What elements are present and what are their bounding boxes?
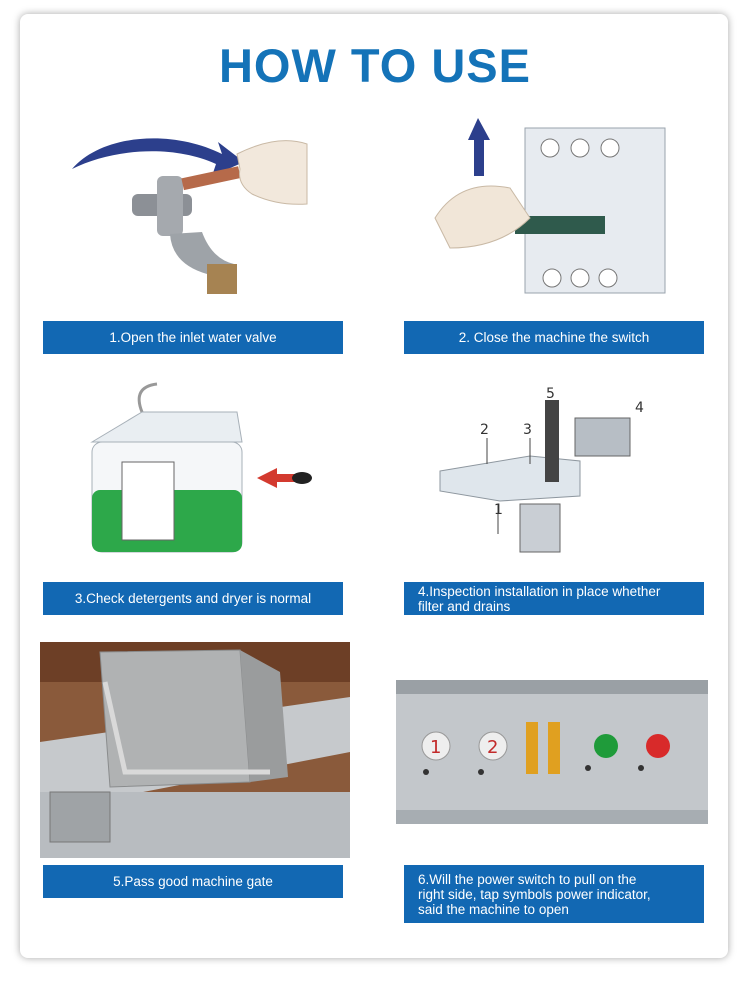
filter-number-4: 4	[635, 400, 644, 416]
filter-number-3: 3	[523, 422, 532, 438]
step-5-label: 5.Pass good machine gate	[43, 865, 343, 898]
step-3-text: 3.Check detergents and dryer is normal	[74, 591, 312, 606]
machine-gate-photo	[40, 642, 350, 858]
page-title: HOW TO USE	[218, 39, 532, 92]
control-panel-photo: 1 2	[396, 680, 708, 824]
panel-number-2: 2	[487, 737, 498, 758]
step-1-text: 1.Open the inlet water valve	[109, 330, 277, 345]
filter-drain-illustration: 2 3 5 4 1	[430, 386, 670, 558]
panel-number-1: 1	[430, 737, 441, 758]
filter-number-5: 5	[546, 386, 555, 402]
filter-number-1: 1	[494, 502, 503, 518]
step-5-text: 5.Pass good machine gate	[113, 874, 273, 889]
detergent-container-illustration	[82, 382, 328, 558]
water-valve-illustration	[62, 124, 308, 294]
step-6-label: 6.Will the power switch to pull on the r…	[404, 865, 704, 923]
step-4-label: 4.Inspection installation in place wheth…	[404, 582, 704, 615]
step-1-label: 1.Open the inlet water valve	[43, 321, 343, 354]
step-6-text: 6.Will the power switch to pull on the r…	[418, 871, 651, 917]
step-4-text: 4.Inspection installation in place wheth…	[418, 583, 661, 614]
step-2-text: 2. Close the machine the switch	[458, 330, 650, 345]
filter-number-2: 2	[480, 422, 489, 438]
step-3-label: 3.Check detergents and dryer is normal	[43, 582, 343, 615]
circuit-breaker-illustration	[430, 118, 670, 304]
step-2-label: 2. Close the machine the switch	[404, 321, 704, 354]
